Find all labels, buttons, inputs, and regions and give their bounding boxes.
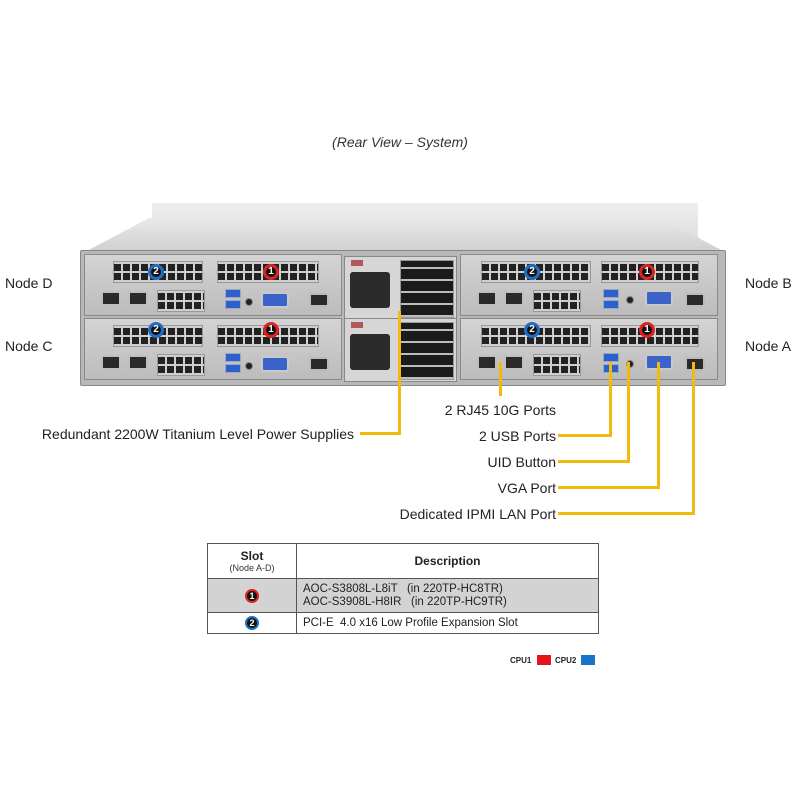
description-line: AOC-S3808L-L8iT (in 220TP-HC8TR) [303, 582, 503, 595]
psu-fan-grille [400, 322, 454, 380]
node-d-label: Node D [5, 275, 53, 291]
uid-button [245, 362, 253, 370]
usb-port [225, 353, 241, 362]
psu-led [351, 322, 363, 328]
slot-column-header: Slot (Node A-D) [207, 543, 297, 579]
ipmi-lan-port [685, 293, 705, 307]
description-cell: AOC-S3808L-L8iT (in 220TP-HC8TR) AOC-S39… [296, 578, 599, 613]
rj45-port [477, 355, 497, 370]
node-b-label: Node B [745, 275, 792, 291]
node-d-module: 2 1 [84, 254, 342, 316]
node-c-module: 2 1 [84, 318, 342, 380]
cpu2-legend-label: CPU2 [555, 656, 577, 665]
vent-grille [157, 290, 205, 312]
node-b-module: 2 1 [460, 254, 718, 316]
uid-callout-label: UID Button [487, 454, 556, 470]
usb-port [225, 364, 241, 373]
rj45-port [101, 355, 121, 370]
slot-2-badge: 2 [245, 616, 259, 630]
slot-2-badge: 2 [148, 264, 164, 280]
rj45-port [128, 291, 148, 306]
vent-grille [533, 290, 581, 312]
psu-led [351, 260, 363, 266]
ipmi-lan-port [685, 357, 705, 371]
ipmi-callout-line [692, 362, 695, 515]
ac-power-inlet [350, 272, 390, 308]
rj45-callout-line [499, 362, 502, 396]
usb-callout-line [558, 434, 612, 437]
table-row: 1 AOC-S3808L-L8iT (in 220TP-HC8TR) AOC-S… [207, 578, 599, 613]
rj45-port [504, 291, 524, 306]
vga-callout-line [558, 486, 660, 489]
slot-1-badge: 1 [263, 264, 279, 280]
usb-callout-label: 2 USB Ports [478, 428, 556, 444]
ac-power-inlet [350, 334, 390, 370]
slot-2-badge: 2 [524, 322, 540, 338]
slot-2-badge: 2 [148, 322, 164, 338]
chassis-top-bevel [85, 218, 725, 252]
description-column-header: Description [296, 543, 599, 579]
slot-cell: 2 [207, 612, 297, 634]
vent-grille [533, 354, 581, 376]
psu-callout-line [398, 311, 401, 435]
usb-port [603, 353, 619, 362]
rj45-port [477, 291, 497, 306]
vga-callout-label: VGA Port [497, 480, 556, 496]
uid-button [626, 296, 634, 304]
description-line: PCI-E 4.0 x16 Low Profile Expansion Slot [303, 616, 518, 629]
psu-fan-grille [400, 260, 454, 318]
usb-callout-line [609, 362, 612, 437]
psu-callout-label: Redundant 2200W Titanium Level Power Sup… [41, 426, 354, 442]
ipmi-callout-label: Dedicated IPMI LAN Port [399, 506, 556, 522]
description-line: AOC-S3908L-H8IR (in 220TP-HC9TR) [303, 595, 507, 608]
vent-grille [157, 354, 205, 376]
usb-port [603, 300, 619, 309]
power-supply-1 [344, 256, 457, 320]
usb-port [225, 289, 241, 298]
cpu2-legend-swatch [581, 655, 595, 665]
slot-header-sublabel: (Node A-D) [229, 563, 275, 573]
rj45-callout-label: 2 RJ45 10G Ports [444, 402, 556, 418]
vga-port [261, 356, 289, 372]
vga-callout-line [657, 362, 660, 489]
table-header-row: Slot (Node A-D) Description [207, 543, 599, 579]
slot-1-badge: 1 [245, 588, 259, 603]
slot-1-badge: 1 [639, 322, 655, 338]
vga-port [261, 292, 289, 308]
slot-header-label: Slot [240, 549, 264, 563]
slot-cell: 1 [207, 578, 297, 613]
vga-port [645, 290, 673, 306]
usb-port [225, 300, 241, 309]
rj45-port [504, 355, 524, 370]
ipmi-callout-line [558, 512, 695, 515]
uid-button [245, 298, 253, 306]
node-c-label: Node C [5, 338, 53, 354]
ipmi-lan-port [309, 357, 329, 371]
usb-port [603, 289, 619, 298]
uid-callout-line [558, 460, 630, 463]
slot-1-badge: 1 [639, 264, 655, 280]
cpu1-legend-label: CPU1 [510, 656, 532, 665]
rj45-port [101, 291, 121, 306]
slot-1-badge: 1 [263, 322, 279, 338]
uid-callout-line [627, 362, 630, 463]
slot-description-table: Slot (Node A-D) Description 1 AOC-S3808L… [207, 543, 599, 634]
node-a-label: Node A [745, 338, 791, 354]
description-cell: PCI-E 4.0 x16 Low Profile Expansion Slot [296, 612, 599, 634]
ipmi-lan-port [309, 293, 329, 307]
diagram-title: (Rear View – System) [332, 134, 468, 150]
psu-callout-line [360, 432, 401, 435]
uid-button [626, 360, 634, 368]
slot-2-badge: 2 [524, 264, 540, 280]
rj45-port [128, 355, 148, 370]
cpu1-legend-swatch [537, 655, 551, 665]
table-row: 2 PCI-E 4.0 x16 Low Profile Expansion Sl… [207, 612, 599, 634]
node-a-module: 2 1 [460, 318, 718, 380]
